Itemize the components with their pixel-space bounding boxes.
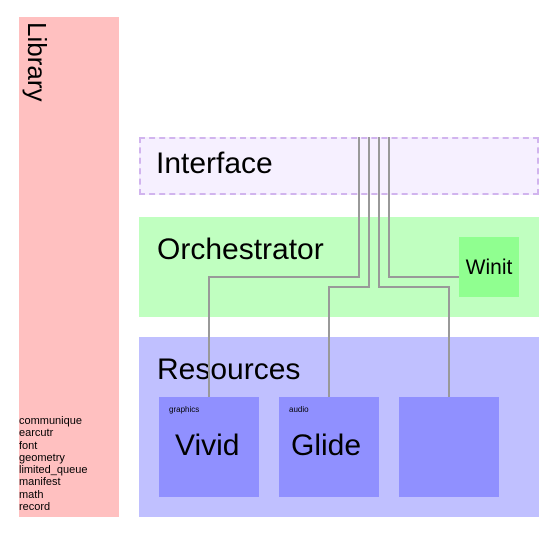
- glide-box: [279, 397, 379, 497]
- library-item: limited_queue: [19, 464, 88, 477]
- glide-label: Glide: [291, 429, 362, 462]
- library-panel: [19, 17, 119, 517]
- graphics-tag: graphics: [169, 405, 200, 414]
- library-item: font: [19, 439, 38, 452]
- library-item: geometry: [19, 451, 65, 464]
- audio-tag: audio: [289, 405, 309, 414]
- library-item: record: [19, 501, 51, 514]
- unlabeled-resource-box: [399, 397, 499, 497]
- library-item: math: [19, 488, 44, 501]
- resources-title: Resources: [157, 353, 301, 386]
- orchestrator-title: Orchestrator: [157, 233, 324, 266]
- library-item: manifest: [19, 476, 61, 489]
- vivid-label: Vivid: [175, 429, 240, 462]
- interface-title: Interface: [156, 147, 273, 180]
- winit-label: Winit: [465, 256, 513, 279]
- library-title: Library: [22, 22, 52, 102]
- winit-box: [459, 237, 519, 297]
- vivid-box: [159, 397, 259, 497]
- library-item: communique: [19, 415, 82, 427]
- library-item: earcutr: [19, 427, 54, 440]
- library-list: communique earcutr font geometry limited…: [19, 415, 88, 513]
